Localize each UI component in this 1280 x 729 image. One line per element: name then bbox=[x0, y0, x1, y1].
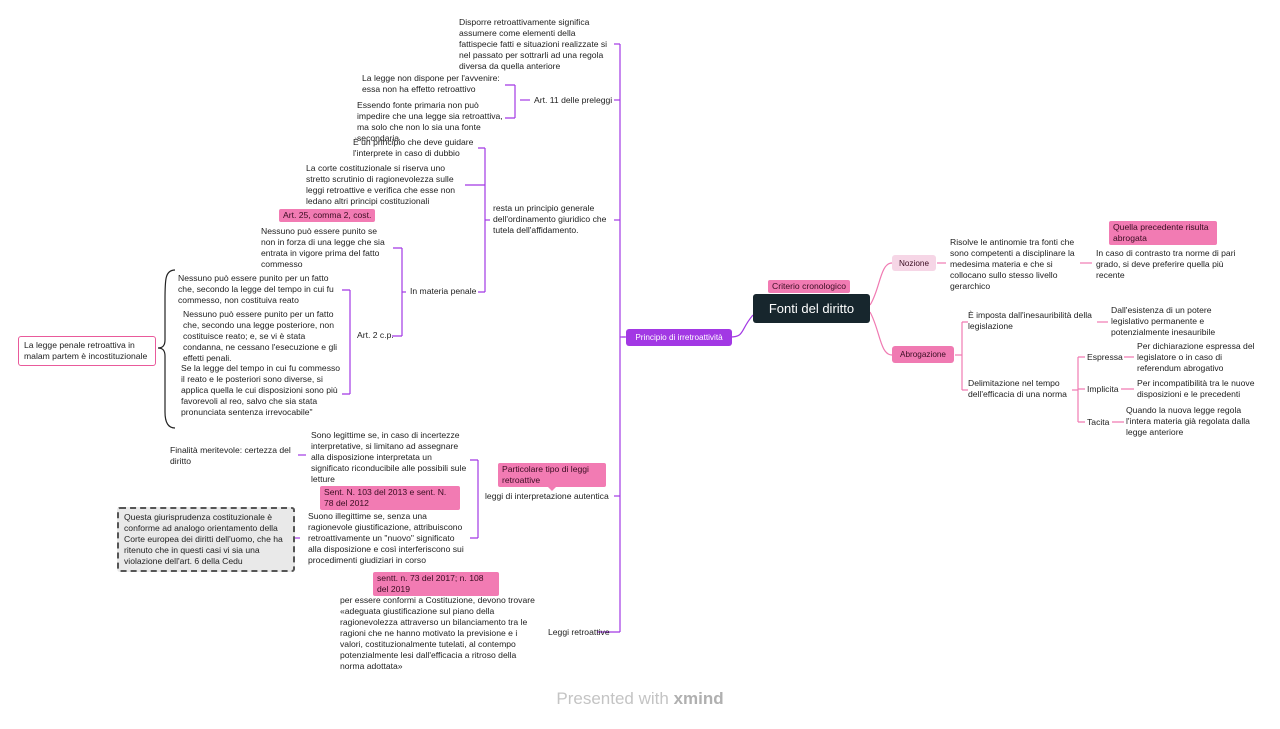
xmind-logo: xmind bbox=[673, 689, 724, 708]
criterio-cronologico-label[interactable]: Criterio cronologico bbox=[768, 280, 851, 293]
art11-disporre: Disporre retroattivamente significa assu… bbox=[459, 17, 608, 71]
interpretazione-cedu: Questa giurisprudenza costituzionale è c… bbox=[117, 507, 295, 572]
principio-guidare: È un principio che deve guidare l'interp… bbox=[353, 137, 474, 158]
art2-a: Nessuno può essere punito per un fatto c… bbox=[178, 273, 334, 305]
penale-topic: In materia penale bbox=[410, 286, 477, 296]
abrogazione-implicita: Implicita bbox=[1087, 384, 1119, 394]
art2-topic: Art. 2 c.p. bbox=[357, 330, 394, 340]
abrogazione-espressa-detail: Per dichiarazione espressa del legislato… bbox=[1137, 341, 1255, 373]
principio-topic[interactable]: Principio di irretroattività bbox=[626, 329, 732, 346]
in-malam-partem: La legge penale retroattiva in malam par… bbox=[18, 336, 156, 366]
art2-c: Se la legge del tempo in cui fu commesso… bbox=[181, 363, 341, 417]
interpretazione-topic: leggi di interpretazione autentica bbox=[485, 491, 609, 501]
interpretazione-tag[interactable]: Particolare tipo di leggi retroattive bbox=[498, 463, 606, 491]
art25-text: Nessuno può essere punito se non in forz… bbox=[261, 226, 385, 269]
art11-topic: Art. 11 delle preleggi bbox=[534, 95, 613, 105]
nozione-tag[interactable]: Quella precedente risulta abrogata bbox=[1109, 221, 1217, 245]
abrogazione-implicita-detail: Per incompatibilità tra le nuove disposi… bbox=[1137, 378, 1255, 399]
nozione-text: Risolve le antinomie tra fonti che sono … bbox=[950, 237, 1075, 291]
art2-b: Nessuno può essere punito per un fatto c… bbox=[183, 309, 338, 363]
abrogazione-tacita-detail: Quando la nuova legge regola l'intera ma… bbox=[1126, 405, 1250, 437]
abrogazione-espressa: Espressa bbox=[1087, 352, 1123, 362]
leggi-retroattive-tag[interactable]: sentt. n. 73 del 2017; n. 108 del 2019 bbox=[373, 572, 499, 596]
art11-fonte-primaria: Essendo fonte primaria non può impedire … bbox=[357, 100, 503, 143]
central-topic[interactable]: Fonti del diritto bbox=[753, 294, 870, 323]
abrogazione-imposta: È imposta dall'inesauribilità della legi… bbox=[968, 310, 1092, 331]
abrogazione-topic[interactable]: Abrogazione bbox=[892, 346, 954, 363]
leggi-retroattive-topic: Leggi retroattive bbox=[548, 627, 610, 637]
interpretazione-sent-tag[interactable]: Sent. N. 103 del 2013 e sent. N. 78 del … bbox=[320, 486, 460, 510]
principio-generale-topic: resta un principio generale dell'ordinam… bbox=[493, 203, 607, 235]
footer-branding: Presented with xmind bbox=[0, 689, 1280, 709]
abrogazione-imposta-detail: Dall'esistenza di un potere legislativo … bbox=[1111, 305, 1216, 337]
art25-tag[interactable]: Art. 25, comma 2, cost. bbox=[279, 209, 376, 222]
interpretazione-legittime: Sono legittime se, in caso di incertezze… bbox=[311, 430, 467, 484]
leggi-retroattive-text: per essere conformi a Costituzione, devo… bbox=[340, 595, 535, 671]
abrogazione-tacita: Tacita bbox=[1087, 417, 1110, 427]
interpretazione-finalita: Finalità meritevole: certezza del diritt… bbox=[170, 445, 291, 466]
interpretazione-illegittime: Suono illegittime se, senza una ragionev… bbox=[308, 511, 464, 565]
nozione-topic[interactable]: Nozione bbox=[892, 255, 936, 271]
principio-corte: La corte costituzionale si riserva uno s… bbox=[306, 163, 456, 206]
art11-non-dispone: La legge non dispone per l'avvenire: ess… bbox=[362, 73, 500, 94]
footer-presented: Presented with bbox=[556, 689, 669, 708]
abrogazione-delimitazione: Delimitazione nel tempo dell'efficacia d… bbox=[968, 378, 1067, 399]
nozione-detail: In caso di contrasto tra norme di pari g… bbox=[1096, 248, 1236, 280]
